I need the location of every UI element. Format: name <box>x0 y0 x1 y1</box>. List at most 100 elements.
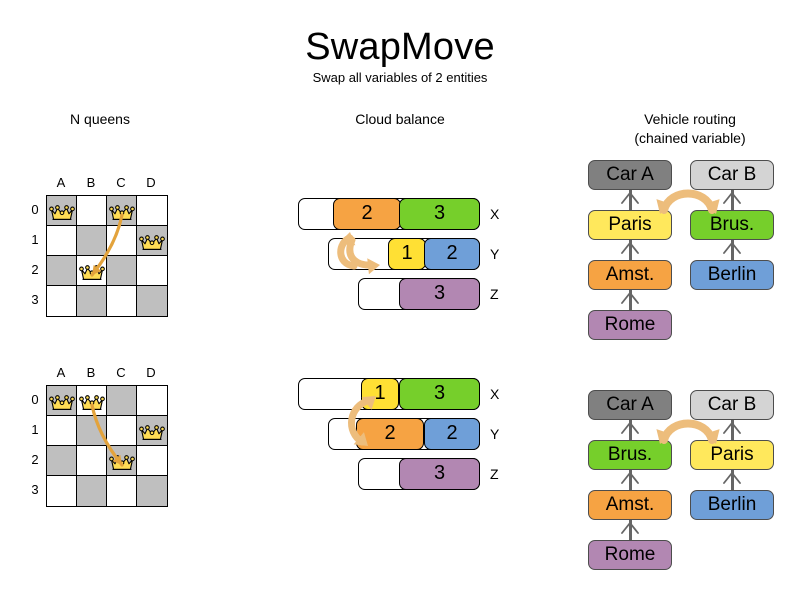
chess-square-border <box>107 196 137 226</box>
queen-move-arrow <box>90 403 124 467</box>
chess-square <box>137 286 167 316</box>
column-heading-nqueens: N queens <box>70 111 130 127</box>
queen-move-arrow <box>90 213 124 277</box>
rank-label: 3 <box>31 292 39 307</box>
chess-square-border <box>47 196 77 226</box>
vrp-node[interactable]: Car B <box>690 390 774 420</box>
column-heading-vehicle-routing: Vehicle routing (chained variable) <box>580 110 800 148</box>
chess-square-border <box>137 446 167 476</box>
arrowhead-icon <box>621 471 639 484</box>
vrp-link-line <box>731 240 734 260</box>
file-label: C <box>116 365 126 380</box>
chess-square-border <box>137 226 167 256</box>
chess-square <box>107 416 137 446</box>
vrp-node[interactable]: Brus. <box>690 210 774 240</box>
vrp-link-line <box>629 520 632 540</box>
file-label: A <box>56 175 66 190</box>
chess-square <box>137 446 167 476</box>
vrp-link-line <box>629 190 632 210</box>
cloud-swap-arrow-icon <box>337 232 380 275</box>
vrp-node[interactable]: Paris <box>690 440 774 470</box>
process-block[interactable]: 1 <box>361 378 399 410</box>
vrp-swap-arrow-icon <box>656 419 720 444</box>
chess-square <box>47 446 77 476</box>
vrp-node[interactable]: Paris <box>588 210 672 240</box>
chess-square-border <box>47 286 77 316</box>
vrp-link-line <box>731 420 734 440</box>
rank-label: 1 <box>31 422 39 437</box>
arrowhead-icon <box>723 421 741 434</box>
arrowhead-icon <box>621 291 639 304</box>
vrp-link-arrowhead <box>619 421 641 434</box>
file-label: A <box>56 365 66 380</box>
arrowhead-icon <box>621 521 639 534</box>
chess-square-border <box>137 386 167 416</box>
page-subtitle: Swap all variables of 2 entities <box>312 70 488 85</box>
computer-label: X <box>490 386 500 402</box>
vrp-node[interactable]: Rome <box>588 310 672 340</box>
file-label: D <box>146 365 156 380</box>
vrp-link-line <box>731 470 734 490</box>
column-heading-cloud-balance: Cloud balance <box>355 111 445 127</box>
chess-square <box>77 286 107 316</box>
vrp-node[interactable]: Rome <box>588 540 672 570</box>
cloud-swap-arrow <box>328 204 398 284</box>
process-block[interactable]: 2 <box>333 198 401 230</box>
cloud-swap-arrow-icon <box>348 396 376 446</box>
vrp-node[interactable]: Car B <box>690 160 774 190</box>
vrp-node[interactable]: Amst. <box>588 490 672 520</box>
vrp-node[interactable]: Amst. <box>588 260 672 290</box>
rank-label: 2 <box>31 452 39 467</box>
vrp-link-line <box>629 470 632 490</box>
process-block[interactable]: 3 <box>399 458 480 490</box>
computer-label: Z <box>490 466 499 482</box>
process-block[interactable]: 3 <box>399 198 480 230</box>
cloud-swap-arrow <box>328 384 398 464</box>
file-label: B <box>86 175 96 190</box>
process-block[interactable]: 3 <box>399 278 480 310</box>
rank-label: 3 <box>31 482 39 497</box>
vrp-node[interactable]: Berlin <box>690 490 774 520</box>
vrp-link-line <box>731 190 734 210</box>
vrp-node[interactable]: Berlin <box>690 260 774 290</box>
chess-square-border <box>77 256 107 286</box>
vrp-node[interactable]: Brus. <box>588 440 672 470</box>
process-block[interactable]: 2 <box>424 418 480 450</box>
chess-square-border <box>77 416 107 446</box>
page-title: SwapMove <box>305 26 495 68</box>
chess-square <box>47 286 77 316</box>
process-block[interactable]: 2 <box>424 238 480 270</box>
chess-square <box>107 256 137 286</box>
chess-square-border <box>107 286 137 316</box>
file-label: C <box>116 175 126 190</box>
vrp-node[interactable]: Car A <box>588 390 672 420</box>
vrp-link-arrowhead <box>619 471 641 484</box>
arrowhead-icon <box>621 191 639 204</box>
rank-label: 0 <box>31 202 39 217</box>
chess-square <box>107 386 137 416</box>
vrp-link-line <box>629 240 632 260</box>
chess-square-border <box>47 416 77 446</box>
chess-square-border <box>77 196 107 226</box>
chess-square-border <box>47 476 77 506</box>
chess-square <box>137 256 167 286</box>
chess-square-border <box>77 226 107 256</box>
chess-square-border <box>107 416 137 446</box>
vrp-link-arrowhead <box>619 191 641 204</box>
chess-square-border <box>77 386 107 416</box>
chess-square-border <box>137 196 167 226</box>
chess-square-border <box>77 286 107 316</box>
computer-label: Y <box>490 426 500 442</box>
chess-square-border <box>137 416 167 446</box>
vrp-swap-arrow <box>650 410 726 450</box>
process-block[interactable]: 3 <box>399 378 480 410</box>
chess-square-border <box>107 386 137 416</box>
vrp-link-line <box>629 420 632 440</box>
process-block[interactable]: 1 <box>388 238 426 270</box>
vrp-node[interactable]: Car A <box>588 160 672 190</box>
computer-label: Z <box>490 286 499 302</box>
chess-square <box>77 196 107 226</box>
chess-square-border <box>77 446 107 476</box>
chess-square-border <box>47 386 77 416</box>
